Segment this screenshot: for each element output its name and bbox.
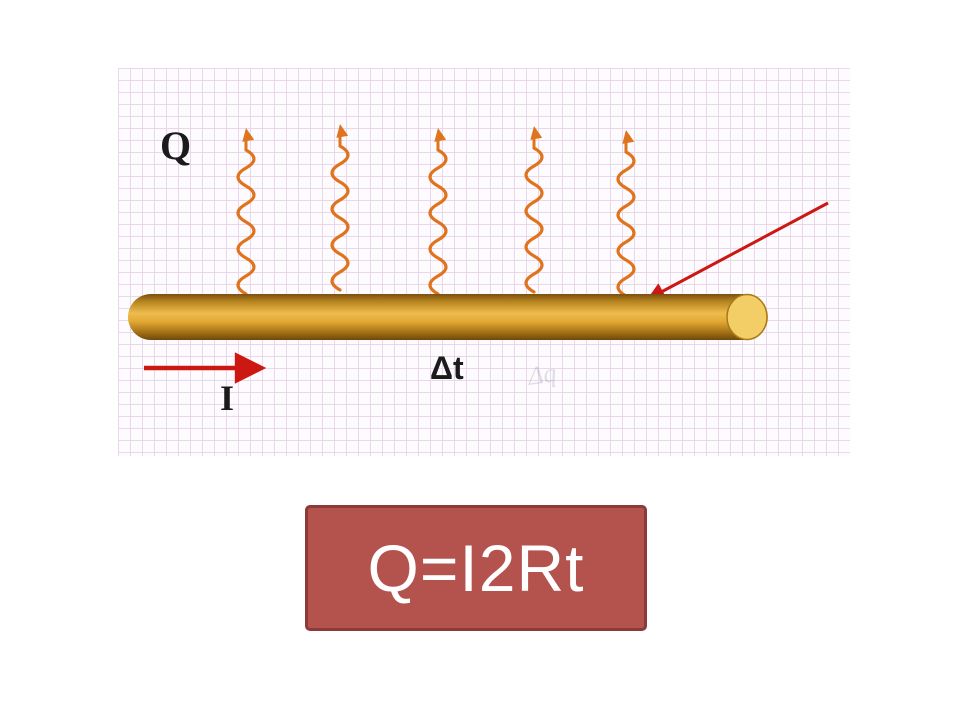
current-label: I <box>220 378 235 418</box>
conductor-rod <box>128 294 768 340</box>
heat-squiggle-icon <box>524 123 544 294</box>
heat-squiggle-icon <box>616 127 636 298</box>
heat-squiggle-icon <box>330 121 350 292</box>
formula-box: Q=I2Rt <box>305 505 647 631</box>
joule-heating-diagram: Q I Δt Δq <box>118 68 850 456</box>
rod-end-cap <box>726 293 768 341</box>
pointer-line <box>646 201 829 300</box>
formula-text: Q=I2Rt <box>367 531 585 605</box>
heat-squiggle-icon <box>428 125 448 296</box>
time-label: Δt <box>430 350 464 386</box>
heat-label: Q <box>160 123 192 168</box>
heat-squiggle-icon <box>236 125 256 296</box>
diagram-graphics <box>128 121 829 384</box>
watermark: Δq <box>526 358 559 391</box>
